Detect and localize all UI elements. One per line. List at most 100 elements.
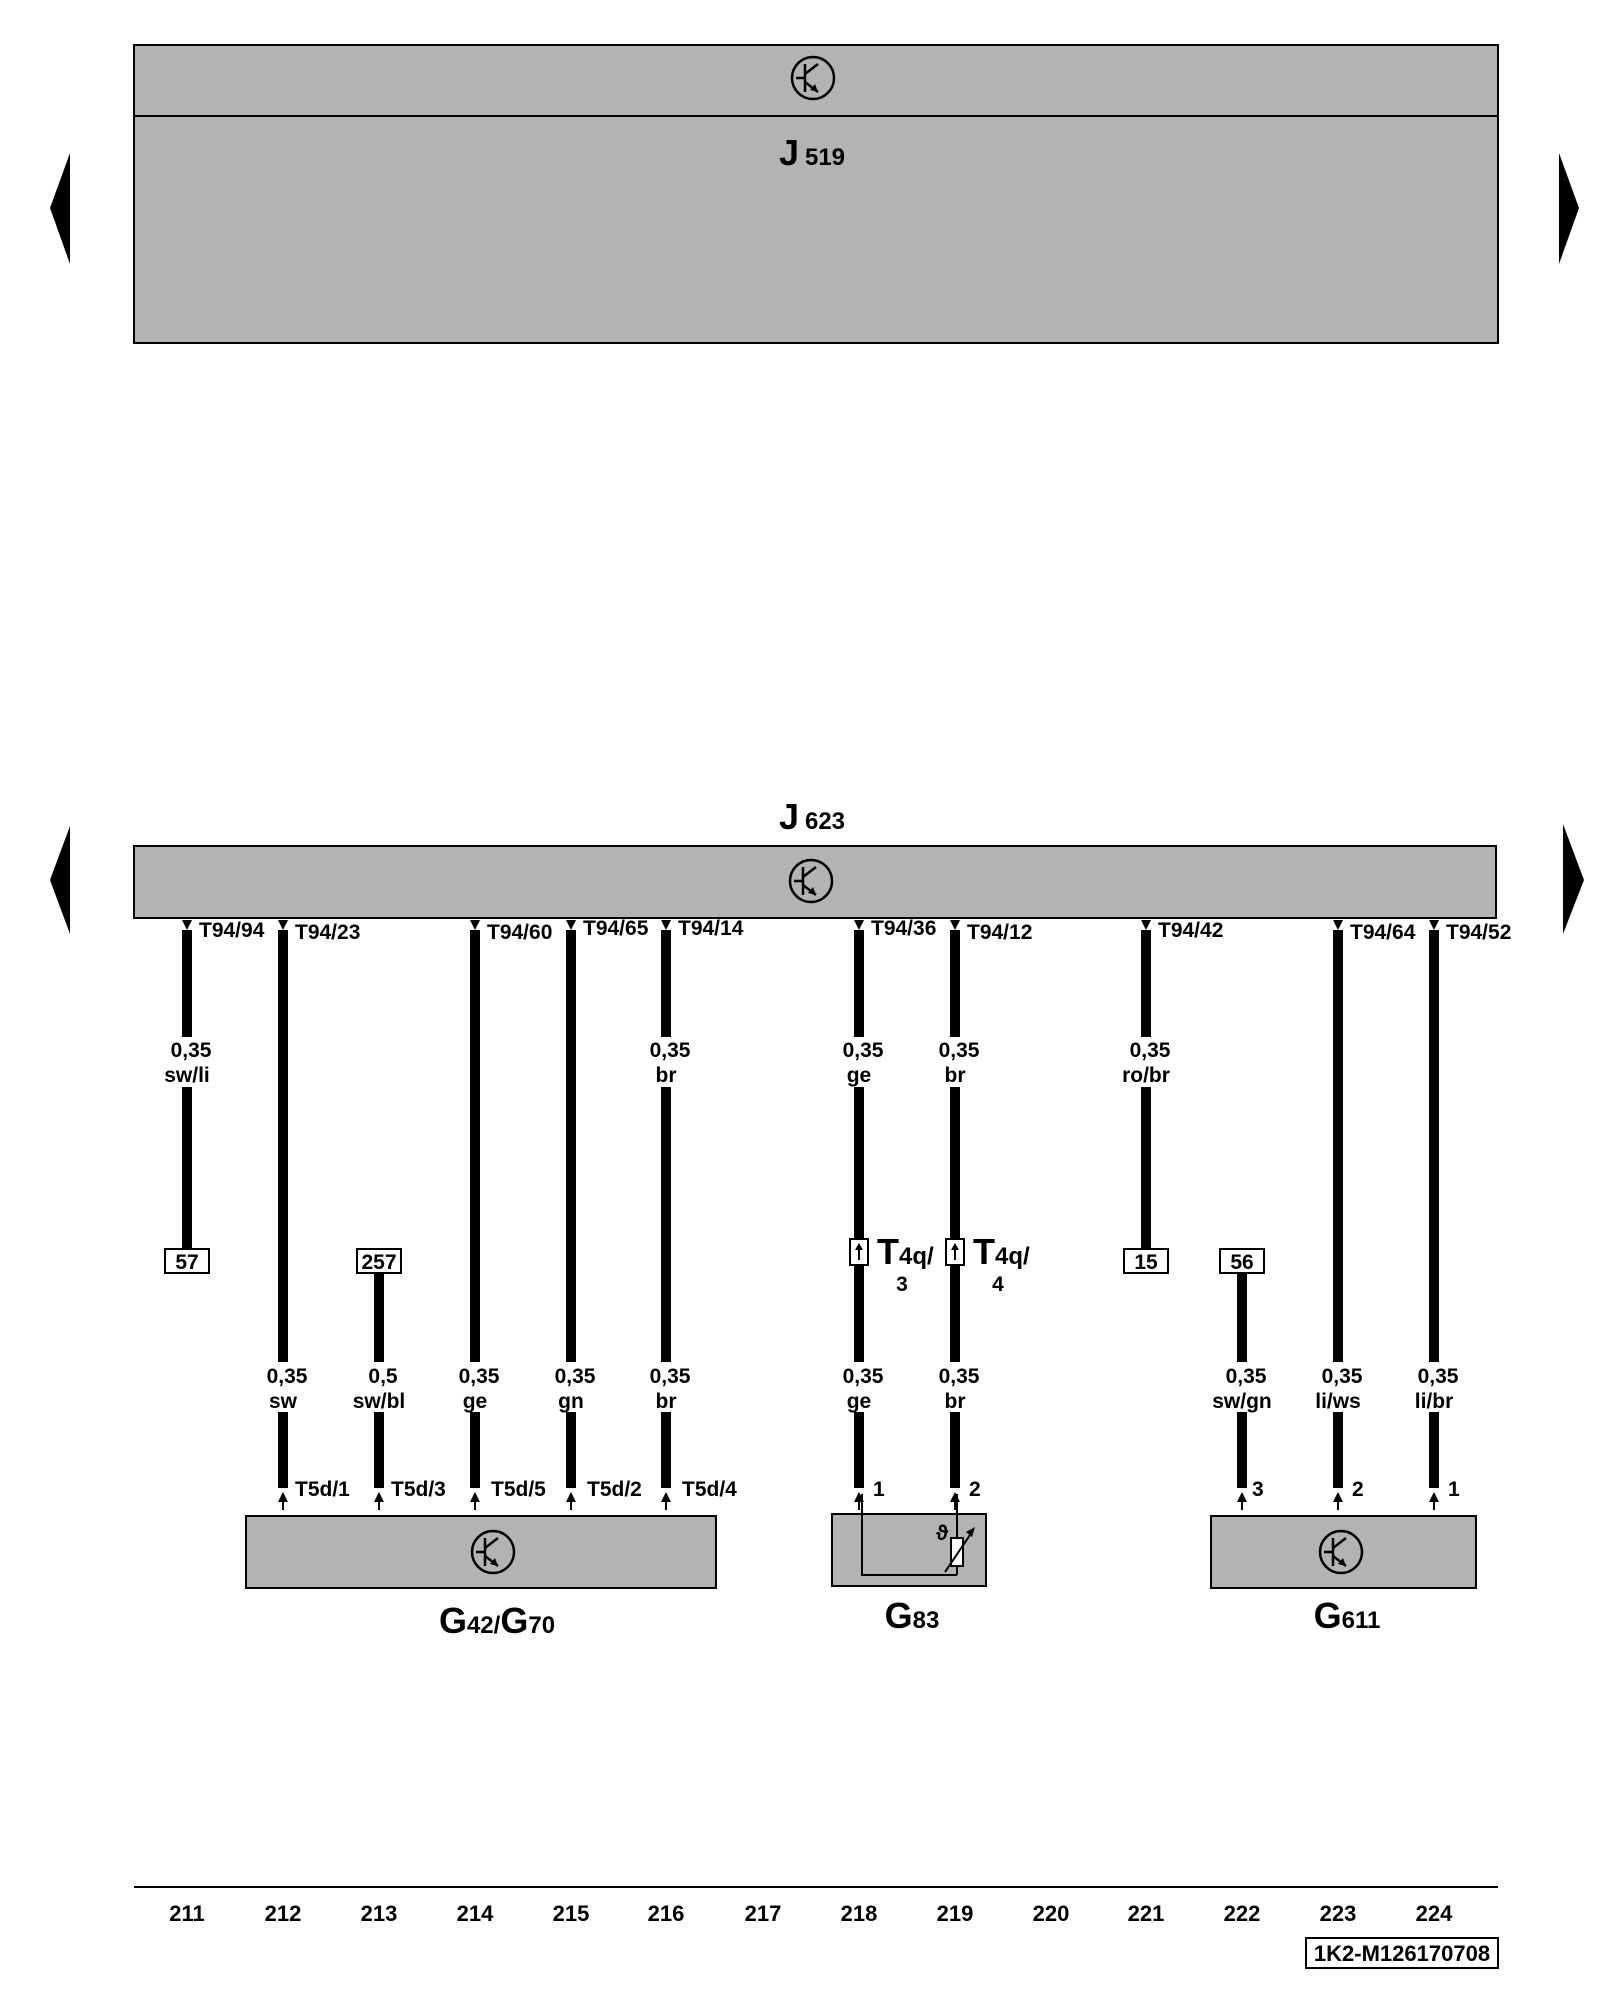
wire-size-224: 0,35 [1418, 1365, 1459, 1388]
connector-pin-arrow-218 [855, 1243, 863, 1250]
g42-sub: 42 [467, 1612, 494, 1639]
wire-gap-222 [1220, 1362, 1264, 1412]
wire-gap-219 [933, 1362, 977, 1412]
wire-color-212: sw [269, 1390, 298, 1413]
g611-name: G [1314, 1595, 1342, 1636]
j519-housing [133, 44, 1499, 344]
end-pin-arrow-224 [1429, 1492, 1439, 1502]
pin-arrow-218 [854, 920, 864, 930]
end-pin-arrow-214 [470, 1492, 480, 1502]
main-wires: T94/940,35sw/li57T94/230,35swT5d/1T94/60… [164, 917, 1511, 1510]
terminal-222: 56 [1230, 1251, 1253, 1274]
end-pin-arrow-215 [566, 1492, 576, 1502]
wire-upper-gap-219 [933, 1037, 977, 1087]
wire-upper-color-219: br [945, 1064, 966, 1087]
wire-size-221: 0,35 [1130, 1039, 1171, 1062]
j623-electronic-icon [788, 858, 834, 904]
end-pin-label-215: T5d/2 [587, 1478, 642, 1501]
wire-size-213: 0,5 [368, 1365, 398, 1388]
wire-size-212: 0,35 [267, 1365, 308, 1388]
previous-page-arrow-lower[interactable] [50, 826, 70, 934]
wire-size-216: 0,35 [650, 1365, 691, 1388]
wire-upper-color-216: br [656, 1064, 677, 1087]
pin-label-211: T94/94 [199, 919, 265, 942]
g611-label: G611 [1314, 1595, 1381, 1636]
terminal-211-box [164, 1248, 210, 1274]
next-page-arrow[interactable] [1559, 153, 1579, 264]
g42-g70-separator: / [494, 1612, 501, 1639]
column-number-214: 214 [457, 1901, 494, 1926]
column-number-220: 220 [1033, 1901, 1070, 1926]
wire-upper-size-218: 0,35 [843, 1039, 884, 1062]
wire-gap-215 [549, 1362, 593, 1412]
end-pin-label-223: 2 [1352, 1478, 1364, 1501]
wire-size-223: 0,35 [1322, 1365, 1363, 1388]
column-number-215: 215 [553, 1901, 590, 1926]
wire-upper-size-219: 0,35 [939, 1039, 980, 1062]
terminal-211: 57 [175, 1251, 198, 1274]
pin-label-224: T94/52 [1446, 921, 1511, 944]
wire-upper-size-216: 0,35 [650, 1039, 691, 1062]
pin-label-218: T94/36 [871, 917, 936, 940]
wire-color-216: br [656, 1390, 677, 1413]
g83-temperature-symbol: ϑ [936, 1522, 949, 1545]
pin-arrow-223 [1333, 920, 1343, 930]
terminal-213: 257 [361, 1251, 396, 1274]
pin-label-214: T94/60 [487, 921, 552, 944]
end-pin-arrow-219 [950, 1492, 960, 1502]
wire-gap-214 [453, 1362, 497, 1412]
component-g611: G611 [1210, 1515, 1477, 1636]
end-pin-arrow-223 [1333, 1492, 1343, 1502]
pin-label-223: T94/64 [1350, 921, 1416, 944]
wire-gap-224 [1412, 1362, 1456, 1412]
wire-color-224: li/br [1415, 1390, 1454, 1413]
connector-label-218: T4q/ [877, 1231, 934, 1272]
wire-gap-218 [837, 1362, 881, 1412]
wire-upper-gap-216 [644, 1037, 688, 1087]
end-pin-arrow-222 [1237, 1492, 1247, 1502]
end-pin-label-224: 1 [1448, 1478, 1460, 1501]
component-g42-g70: G42/G70 [245, 1515, 717, 1641]
pin-arrow-224 [1429, 920, 1439, 930]
wire-color-221: ro/br [1122, 1064, 1170, 1087]
pin-label-221: T94/42 [1158, 919, 1223, 942]
g42-g70-electronic-icon [470, 1529, 516, 1575]
g611-housing [1210, 1515, 1477, 1589]
pin-arrow-211 [182, 920, 192, 930]
end-pin-label-216: T5d/4 [682, 1478, 737, 1501]
g42-name: G [439, 1600, 467, 1641]
g42-g70-label: G42/G70 [439, 1600, 555, 1641]
wire-upper-color-218: ge [847, 1064, 872, 1087]
j623-housing [133, 845, 1497, 919]
g83-label: G83 [885, 1595, 940, 1636]
wire-gap-212 [261, 1362, 305, 1412]
g70-sub: 70 [528, 1612, 555, 1639]
component-g83: ϑ G83 [831, 1494, 987, 1636]
terminal-222-box [1219, 1248, 1265, 1274]
pin-arrow-212 [278, 920, 288, 930]
next-page-arrow-lower[interactable] [1563, 824, 1584, 934]
column-number-218: 218 [841, 1901, 878, 1926]
previous-page-arrow[interactable] [50, 153, 70, 264]
column-number-222: 222 [1224, 1901, 1261, 1926]
g611-electronic-icon [1318, 1529, 1364, 1575]
document-code: 1K2-M126170708 [1314, 1941, 1490, 1966]
g83-name: G [885, 1595, 913, 1636]
wire-size-222: 0,35 [1226, 1365, 1267, 1388]
column-number-216: 216 [648, 1901, 685, 1926]
wire-size-219: 0,35 [939, 1365, 980, 1388]
end-pin-label-214: T5d/5 [491, 1478, 546, 1501]
terminal-221-box [1123, 1248, 1169, 1274]
pin-arrow-219 [950, 920, 960, 930]
wire-size-218: 0,35 [843, 1365, 884, 1388]
j623-label-sub: 623 [805, 808, 845, 835]
pin-label-219: T94/12 [967, 921, 1032, 944]
g83-variable-arrow-icon [944, 1531, 973, 1573]
wire-gap-216 [644, 1362, 688, 1412]
